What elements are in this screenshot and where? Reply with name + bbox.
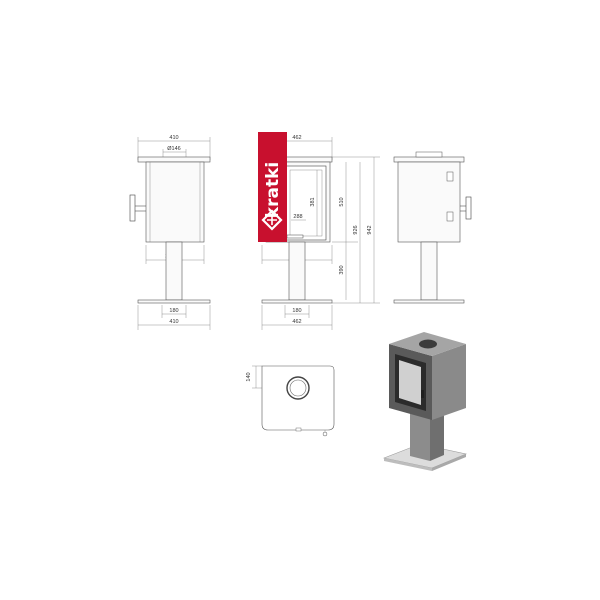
front-flue-diameter-label: Ø146	[167, 146, 180, 152]
side-leg-width-label: 180	[292, 308, 301, 314]
side-flue-height-label: 926	[353, 225, 359, 234]
side-top-width-label: 462	[292, 135, 301, 141]
side-window-sill-label: 288	[293, 214, 302, 220]
front-view: 410 Ø146 399 180	[129, 135, 211, 330]
front-base	[137, 299, 211, 304]
front-base-width-label: 410	[169, 319, 178, 325]
side-leg	[288, 241, 306, 301]
front-top-width-label: 410	[169, 135, 178, 141]
top-flue-offset-label: 140	[246, 372, 252, 381]
stove-3d-render	[382, 332, 468, 471]
side-body-height-label: 510	[339, 197, 345, 206]
side-door-window	[285, 165, 327, 241]
render-handle	[421, 390, 424, 398]
top-flue-inner	[289, 379, 307, 397]
front-leg	[165, 241, 183, 301]
render-pedestal	[410, 410, 430, 461]
side-vertical-dimensions: 510 390 926 942	[332, 156, 380, 304]
back-handle	[460, 196, 472, 220]
brand-wordmark: kratki	[263, 162, 283, 218]
side-leg-height-label: 390	[339, 265, 345, 274]
top-view: 140	[246, 365, 335, 437]
side-total-height-label: 942	[367, 225, 373, 234]
side-base-width-label: 462	[292, 319, 301, 325]
kratki-emblem-icon	[261, 209, 283, 231]
front-leg-width-label: 180	[169, 308, 178, 314]
front-body	[145, 161, 205, 243]
side-window-height-label: 381	[310, 197, 316, 206]
render-body-side	[432, 344, 466, 420]
kratki-logo-banner: kratki	[258, 132, 287, 242]
back-view	[393, 151, 472, 304]
render-flue-opening	[419, 339, 437, 349]
front-top-plate	[137, 156, 211, 163]
front-handle	[129, 194, 146, 222]
side-base	[261, 299, 333, 304]
